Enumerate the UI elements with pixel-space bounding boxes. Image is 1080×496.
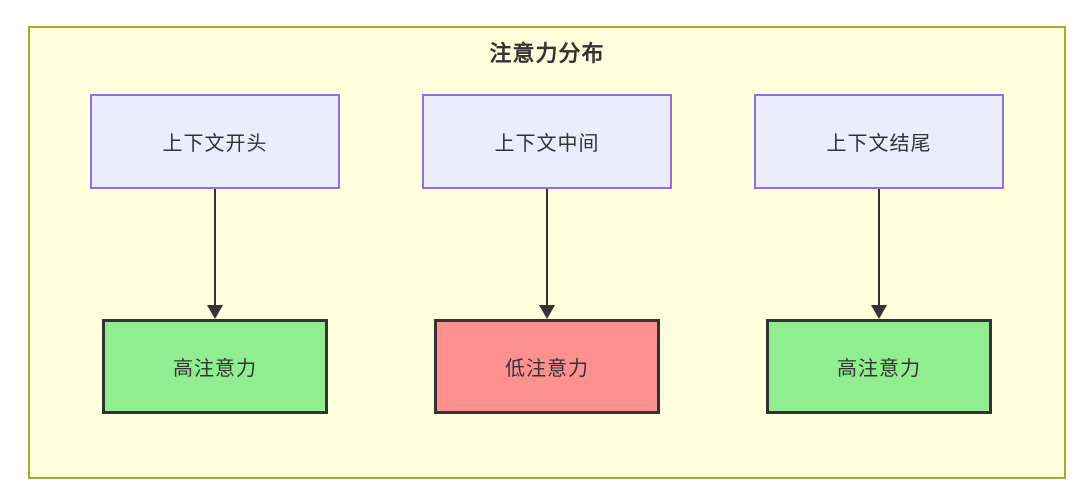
- node-low-attention-label: 低注意力: [505, 358, 589, 380]
- arrow-down-icon: [539, 189, 555, 319]
- node-high-attention-right-label: 高注意力: [837, 358, 921, 380]
- arrow-down-icon: [871, 189, 887, 319]
- column-context-start: 上下文开头 高注意力: [90, 94, 340, 414]
- node-low-attention: 低注意力: [434, 319, 660, 414]
- column-context-middle: 上下文中间 低注意力: [422, 94, 672, 414]
- diagram-title: 注意力分布: [489, 41, 605, 66]
- node-context-start-label: 上下文开头: [162, 133, 268, 155]
- arrow-head-icon: [207, 305, 223, 319]
- arrow-head-icon: [871, 305, 887, 319]
- arrow-down-icon: [207, 189, 223, 319]
- diagram-columns: 上下文开头 高注意力 上下文中间 低注意力: [30, 94, 1064, 414]
- node-context-end: 上下文结尾: [754, 94, 1004, 189]
- arrow-head-icon: [539, 305, 555, 319]
- arrow-line: [878, 189, 880, 305]
- node-high-attention-right: 高注意力: [766, 319, 992, 414]
- node-context-end-label: 上下文结尾: [826, 133, 932, 155]
- diagram-canvas: 注意力分布 上下文开头 高注意力 上下文中间: [28, 26, 1066, 479]
- arrow-line: [546, 189, 548, 305]
- node-high-attention-left: 高注意力: [102, 319, 328, 414]
- node-context-middle: 上下文中间: [422, 94, 672, 189]
- column-context-end: 上下文结尾 高注意力: [754, 94, 1004, 414]
- node-high-attention-left-label: 高注意力: [173, 358, 257, 380]
- node-context-middle-label: 上下文中间: [494, 133, 600, 155]
- node-context-start: 上下文开头: [90, 94, 340, 189]
- arrow-line: [214, 189, 216, 305]
